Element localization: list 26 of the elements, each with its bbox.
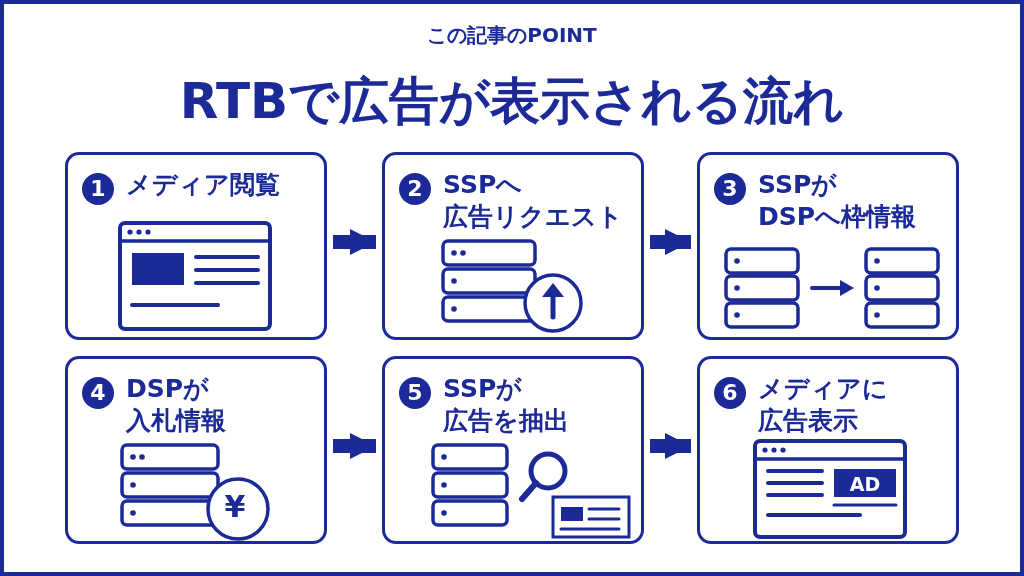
flow-arrow — [333, 433, 376, 459]
step-card — [697, 152, 959, 340]
step-number: 1 — [82, 173, 114, 205]
flow-arrow — [650, 229, 691, 255]
step-title: DSPが入札情報 — [126, 373, 226, 437]
step-title: メディアに広告表示 — [758, 373, 888, 437]
step-card — [382, 152, 644, 340]
step-title: SSPへ広告リクエスト — [443, 169, 623, 233]
step-number: 3 — [714, 173, 746, 205]
flow-arrow — [333, 229, 376, 255]
step-card — [65, 356, 327, 544]
step-card — [697, 356, 959, 544]
kicker-text: この記事のPOINT — [426, 22, 598, 48]
step-number: 4 — [82, 377, 114, 409]
heading: RTBで広告が表示される流れ — [178, 71, 846, 132]
yen-sign: ¥ — [223, 489, 247, 525]
ad-label: AD — [848, 472, 882, 497]
step-card — [382, 356, 644, 544]
step-card — [65, 152, 327, 340]
step-number: 2 — [399, 173, 431, 205]
flow-arrow — [650, 433, 691, 459]
step-title: メディア閲覧 — [126, 169, 280, 201]
step-title: SSPが広告を抽出 — [443, 373, 569, 437]
step-number: 5 — [399, 377, 431, 409]
step-number: 6 — [714, 377, 746, 409]
step-title: SSPがDSPへ枠情報 — [758, 169, 917, 233]
